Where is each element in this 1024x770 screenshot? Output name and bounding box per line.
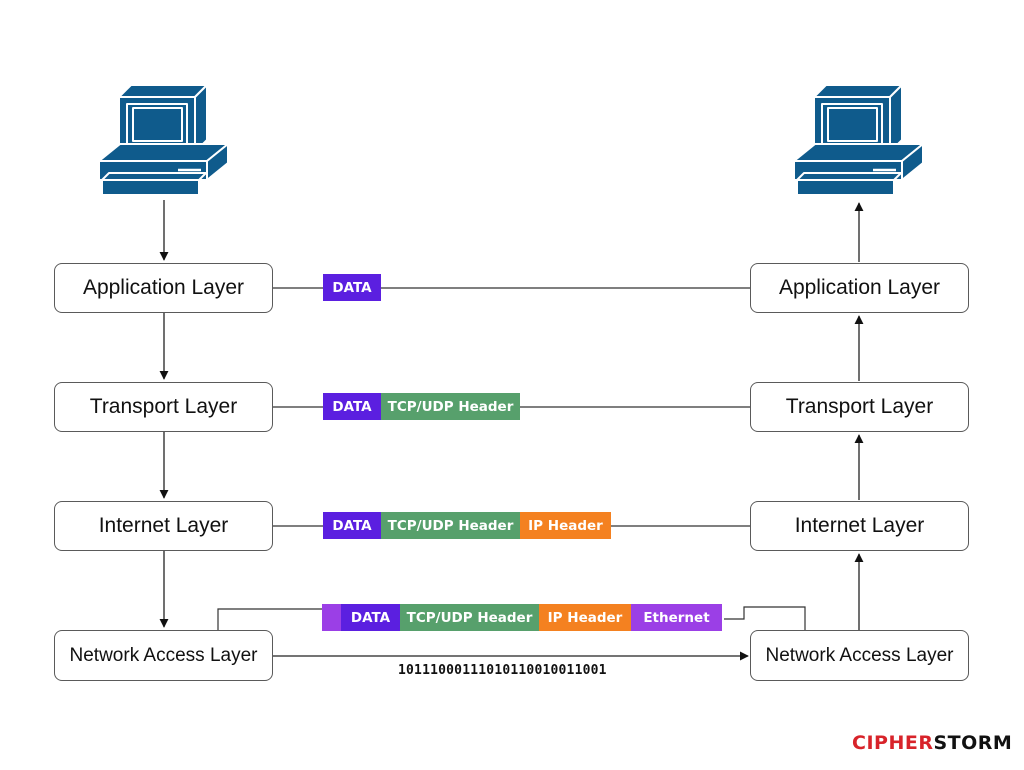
tcp-udp-header-segment: TCP/UDP Header — [381, 512, 520, 539]
sender-network-access-layer: Network Access Layer — [54, 630, 273, 681]
application-packet: DATA — [323, 274, 381, 301]
tcp-udp-header-segment: TCP/UDP Header — [400, 604, 539, 631]
network-access-frame: DATA TCP/UDP Header IP Header Ethernet — [322, 604, 722, 631]
internet-packet: DATA TCP/UDP Header IP Header — [323, 512, 611, 539]
sender-transport-layer: Transport Layer — [54, 382, 273, 432]
bitstream-label: 10111000111010110010011001 — [398, 663, 607, 678]
receiver-application-layer: Application Layer — [750, 263, 969, 313]
sender-internet-layer: Internet Layer — [54, 501, 273, 551]
logo-cipher-text: CIPHER — [852, 732, 934, 754]
logo-storm-text: STORM — [933, 732, 1013, 754]
transport-packet: DATA TCP/UDP Header — [323, 393, 520, 420]
receiver-network-access-layer: Network Access Layer — [750, 630, 969, 681]
data-segment: DATA — [323, 274, 381, 301]
tcp-udp-header-segment: TCP/UDP Header — [381, 393, 520, 420]
data-segment: DATA — [341, 604, 400, 631]
receiver-transport-layer: Transport Layer — [750, 382, 969, 432]
data-segment: DATA — [323, 512, 381, 539]
peer-line-network-right — [724, 606, 806, 630]
data-segment: DATA — [323, 393, 381, 420]
receiver-internet-layer: Internet Layer — [750, 501, 969, 551]
ethernet-header-segment: Ethernet — [631, 604, 722, 631]
cipherstorm-logo: CIPHERSTORM — [852, 732, 1012, 754]
receiver-computer-icon — [793, 84, 924, 196]
frame-trailer-segment — [322, 604, 341, 631]
ip-header-segment: IP Header — [539, 604, 631, 631]
sender-computer-icon — [98, 84, 229, 196]
ip-header-segment: IP Header — [520, 512, 611, 539]
sender-application-layer: Application Layer — [54, 263, 273, 313]
peer-line-network-left — [217, 608, 322, 630]
